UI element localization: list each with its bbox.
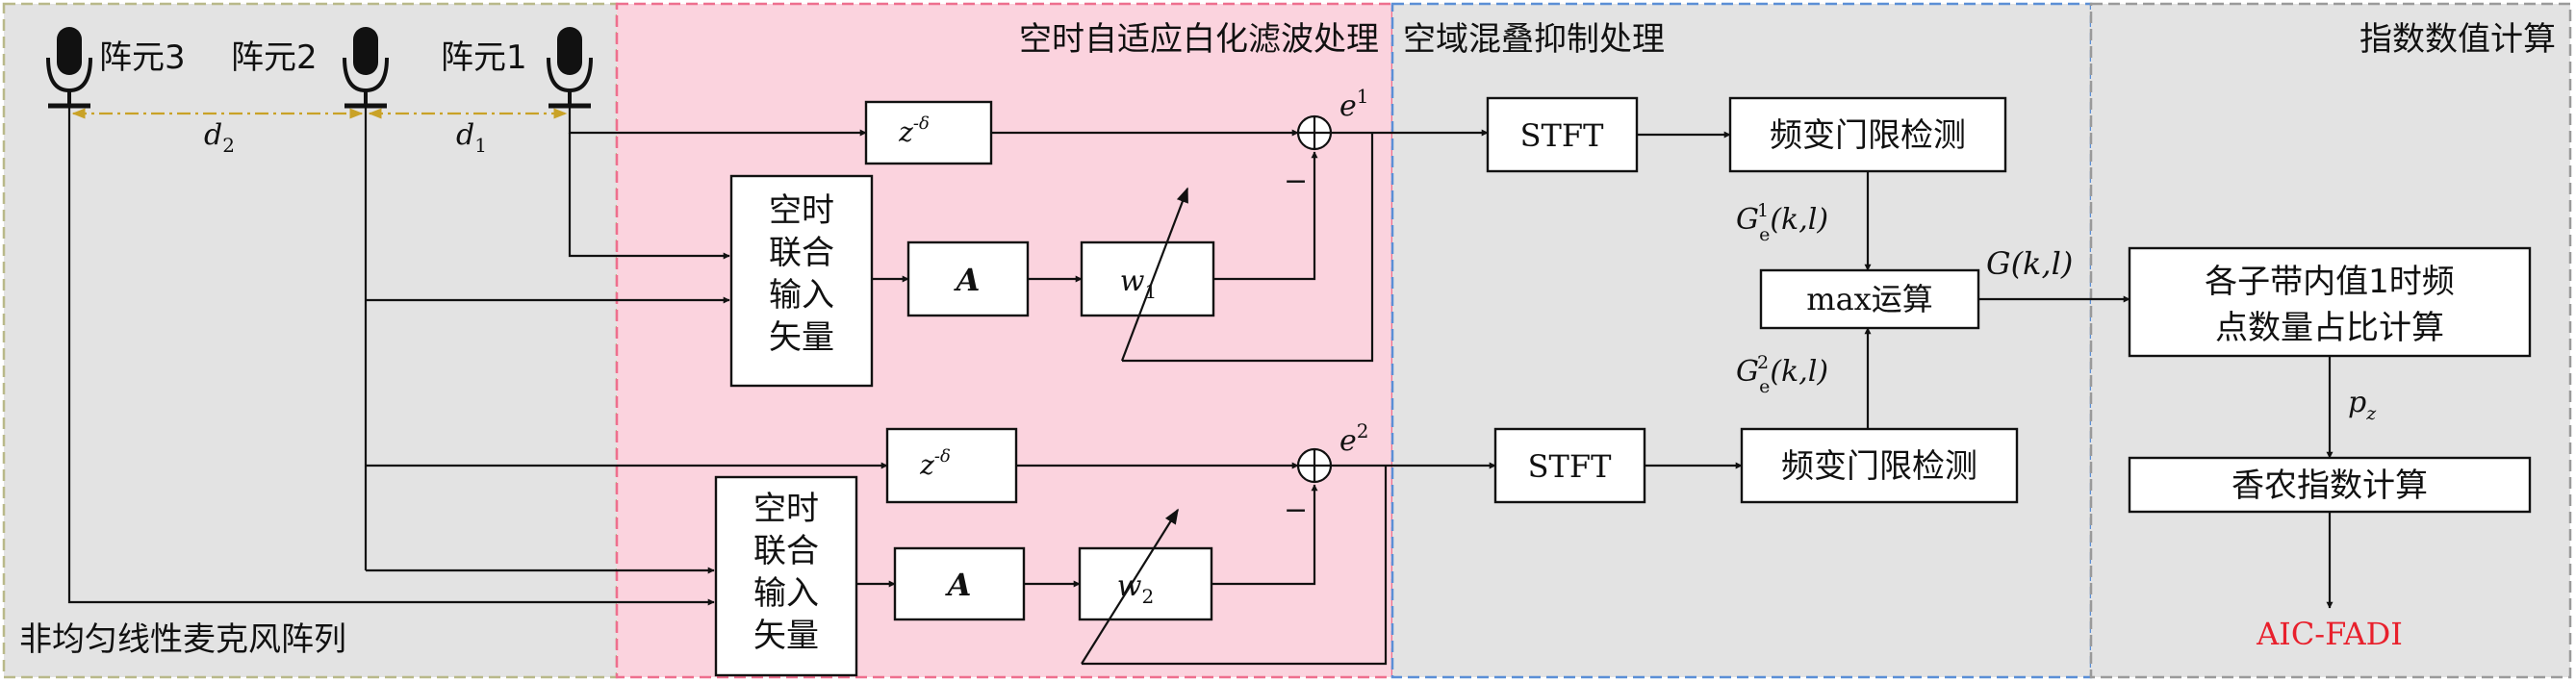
filter-w1-block	[1080, 240, 1215, 317]
matrix-A-label-1: A	[954, 262, 981, 298]
freq-threshold-block-1	[1728, 96, 2007, 173]
section-title-spatial: 空域混叠抑制处理	[1403, 20, 1665, 59]
pz-label: pz	[2348, 386, 2377, 424]
stj-label-2-line2: 联合	[753, 532, 819, 570]
freq-threshold-block-2	[1740, 427, 2019, 504]
section-title-index: 指数数值计算	[2359, 20, 2556, 59]
stj-input-block-1	[729, 174, 874, 388]
stj-label-2-line4: 矢量	[753, 617, 819, 655]
filter-w2-block	[1078, 546, 1213, 621]
mic-label-1: 阵元1	[441, 38, 527, 77]
mic-label-3: 阵元3	[99, 38, 186, 77]
stj-label-1-line1: 空时	[769, 191, 834, 230]
stj-label-2-line3: 输入	[753, 574, 819, 613]
max-op-label: max运算	[1806, 281, 1932, 317]
stj-label-1-line2: 联合	[769, 234, 834, 272]
error-signal-e1: e1	[1339, 85, 1369, 123]
ratio-calc-line1: 各子带内值1时频	[2205, 263, 2455, 301]
mic-label-2: 阵元2	[231, 38, 318, 77]
delay-label-1: z-δ	[898, 114, 930, 148]
array-panel	[2, 2, 619, 679]
minus-sign-1: −	[1284, 164, 1308, 198]
stft-label-2: STFT	[1528, 448, 1612, 485]
stft-label-1: STFT	[1520, 117, 1604, 154]
error-signal-e2: e2	[1339, 419, 1369, 458]
stj-label-2-line1: 空时	[753, 490, 819, 528]
section-title-adaptive: 空时自适应白化滤波处理	[1019, 20, 1379, 59]
spacing-d1-label: d1	[456, 118, 487, 157]
delay-label-2: z-δ	[919, 446, 951, 481]
filter-w1-label: w1	[1120, 265, 1157, 303]
stj-label-1-line4: 矢量	[769, 318, 834, 357]
matrix-A-block-1	[906, 240, 1030, 317]
ratio-calc-block	[2128, 246, 2532, 358]
matrix-A-label-2: A	[945, 567, 972, 603]
output-aic-fadi: AIC-FADI	[2256, 616, 2403, 652]
delay-block-2	[885, 427, 1018, 504]
signal-wires	[67, 106, 888, 606]
ratio-calc-line2: 点数量占比计算	[2215, 309, 2444, 347]
spacing-d2-label: d2	[204, 118, 235, 157]
stj-input-block-2	[714, 475, 858, 677]
freq-threshold-label-1: 频变门限检测	[1770, 116, 1966, 155]
freq-threshold-label-2: 频变门限检测	[1781, 447, 1977, 486]
shannon-block	[2128, 456, 2532, 514]
stj-label-1-line3: 输入	[769, 276, 834, 315]
minus-sign-2: −	[1284, 493, 1308, 527]
G-output-label: G(k,l)	[1986, 245, 2073, 282]
shannon-label: 香农指数计算	[2232, 467, 2428, 505]
section-title-array: 非均匀线性麦克风阵列	[19, 620, 346, 659]
